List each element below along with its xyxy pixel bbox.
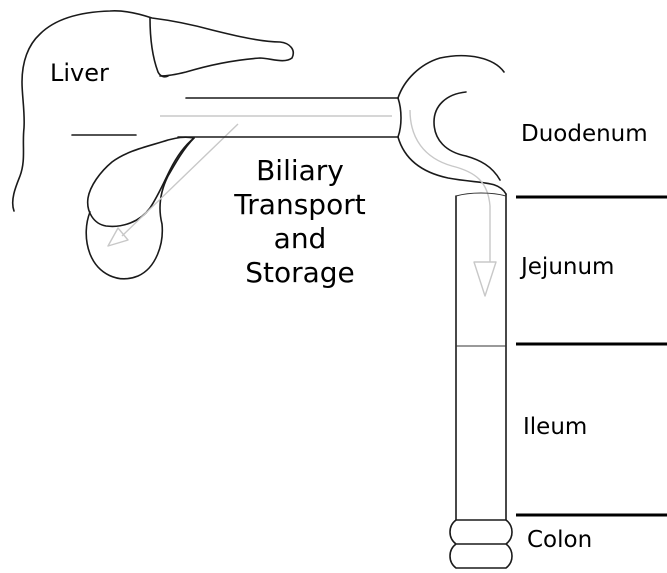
duodenum-label: Duodenum [521,123,648,146]
ileum-label: Ileum [523,416,587,439]
biliary-label-line-2: Transport [214,188,386,222]
biliary-label: Biliary Transport and Storage [214,154,386,290]
biliary-label-line-4: Storage [214,256,386,290]
jejunum-label: Jejunum [521,256,614,279]
colon-label: Colon [527,529,592,552]
duodenum-flow-arrow [410,110,490,262]
liver-label: Liver [50,61,109,85]
gallbladder-flow-arrowhead [108,228,128,246]
duodenum-flow-arrowhead [474,262,496,296]
colon-segments [450,520,512,568]
bile-duct-bottom [72,135,398,137]
liver-lobe-fold [150,18,168,77]
bile-duct-end [398,98,401,137]
duodenum-inner [434,92,500,180]
jejunum-top-seam [456,193,506,196]
biliary-label-line-3: and [214,222,386,256]
biliary-label-line-1: Biliary [214,154,386,188]
duodenum-outer [398,56,506,194]
gallbladder-lower-curve [86,138,194,279]
